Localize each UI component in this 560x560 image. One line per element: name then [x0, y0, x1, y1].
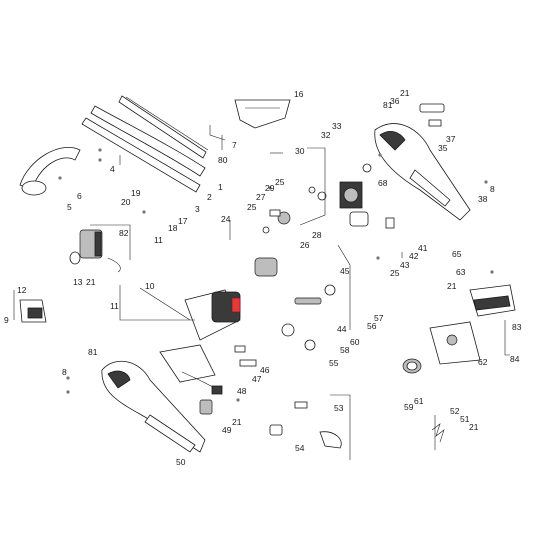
oil-pump [349, 211, 395, 229]
label-54: 54 [295, 443, 305, 453]
part-labels: 16 80 7 1 2 3 4 5 6 19 20 17 18 11 82 13… [4, 88, 522, 467]
label-52: 52 [450, 406, 460, 416]
label-35: 35 [438, 143, 448, 153]
wiring-harness [181, 371, 223, 395]
label-53: 53 [334, 403, 344, 413]
label-11b: 11 [110, 301, 119, 311]
guide-bar [81, 105, 206, 193]
label-9: 9 [4, 315, 9, 325]
chain-brake-assembly [419, 103, 445, 127]
label-80: 80 [218, 155, 228, 165]
label-84: 84 [510, 354, 520, 364]
housing-half-lower [101, 361, 206, 453]
label-32: 32 [321, 130, 331, 140]
label-26: 26 [300, 240, 310, 250]
label-11: 11 [154, 235, 163, 245]
label-18: 18 [168, 223, 178, 233]
label-5: 5 [67, 202, 72, 212]
label-49: 49 [222, 425, 232, 435]
worm-gear [262, 209, 291, 234]
label-81a: 81 [383, 100, 393, 110]
label-4: 4 [110, 164, 115, 174]
label-61: 61 [414, 396, 424, 406]
sprocket-assembly [308, 163, 372, 209]
plug-connector [19, 299, 47, 323]
switch-module [69, 229, 121, 273]
label-44: 44 [337, 324, 347, 334]
screws [58, 148, 494, 402]
front-handle [19, 147, 81, 196]
label-29: 29 [265, 183, 275, 193]
switch-block-49 [199, 399, 213, 415]
label-65: 65 [452, 249, 462, 259]
label-51: 51 [460, 414, 470, 424]
label-1: 1 [218, 182, 223, 192]
label-17: 17 [178, 216, 188, 226]
label-36: 36 [390, 96, 400, 106]
label-21b: 21 [400, 88, 410, 98]
label-58: 58 [340, 345, 350, 355]
label-13: 13 [73, 277, 83, 287]
label-60: 60 [350, 337, 360, 347]
label-8b: 8 [62, 367, 67, 377]
saw-chain [118, 95, 209, 159]
label-57: 57 [374, 313, 384, 323]
trigger-parts [269, 401, 342, 449]
label-21e: 21 [469, 422, 479, 432]
label-6: 6 [77, 191, 82, 201]
label-7: 7 [232, 140, 237, 150]
label-12: 12 [17, 285, 27, 295]
spring-52 [431, 423, 445, 443]
label-68: 68 [378, 178, 388, 188]
label-25b: 25 [275, 177, 285, 187]
label-47: 47 [252, 374, 262, 384]
label-42: 42 [409, 251, 419, 261]
label-46: 46 [260, 365, 270, 375]
label-48: 48 [237, 386, 247, 396]
label-19: 19 [131, 188, 141, 198]
label-25: 25 [247, 202, 257, 212]
label-20: 20 [121, 197, 131, 207]
label-25c: 25 [390, 268, 400, 278]
label-81b: 81 [88, 347, 98, 357]
drive-shaft [234, 284, 336, 367]
label-8a: 8 [490, 184, 495, 194]
side-cover-63 [469, 284, 516, 317]
label-27: 27 [256, 192, 266, 202]
label-21d: 21 [232, 417, 242, 427]
bar-cover-80 [234, 99, 291, 129]
label-2: 2 [207, 192, 212, 202]
leader-lines [13, 125, 510, 460]
motor [159, 257, 278, 383]
label-59: 59 [404, 402, 414, 412]
label-24: 24 [221, 214, 231, 224]
label-63: 63 [456, 267, 466, 277]
side-cover-62 [429, 321, 481, 365]
label-43: 43 [400, 260, 410, 270]
label-16: 16 [294, 89, 304, 99]
label-3: 3 [195, 204, 200, 214]
label-55: 55 [329, 358, 339, 368]
label-62: 62 [478, 357, 488, 367]
label-50: 50 [176, 457, 186, 467]
label-30: 30 [295, 146, 305, 156]
label-83: 83 [512, 322, 522, 332]
label-28: 28 [312, 230, 322, 240]
label-10: 10 [145, 281, 155, 291]
label-37: 37 [446, 134, 456, 144]
label-21: 21 [86, 277, 96, 287]
label-56: 56 [367, 321, 377, 331]
label-38: 38 [478, 194, 488, 204]
ring-57 [402, 358, 422, 374]
label-21c: 21 [447, 281, 457, 291]
housing-half-upper [374, 123, 471, 221]
label-33: 33 [332, 121, 342, 131]
label-45: 45 [340, 266, 350, 276]
label-41: 41 [418, 243, 428, 253]
label-82: 82 [119, 228, 129, 238]
